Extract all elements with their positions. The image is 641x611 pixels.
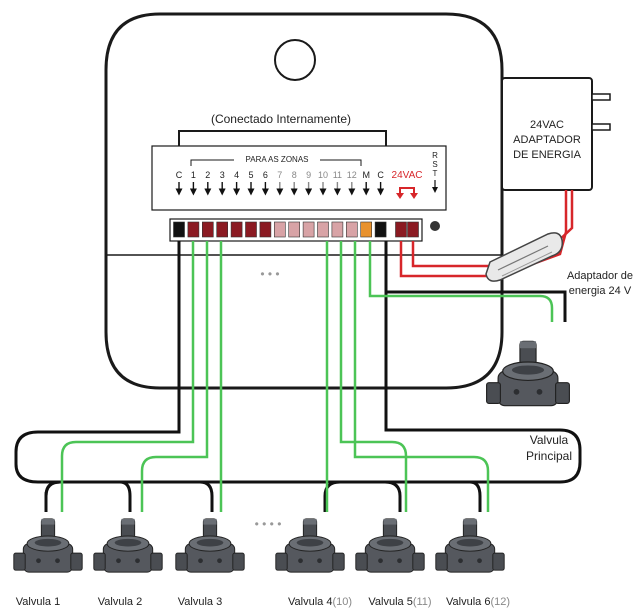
- master-valve-caption-2: Principal: [526, 449, 572, 463]
- terminal-label-12: 11: [333, 170, 342, 180]
- terminal-block-7: [259, 221, 272, 238]
- terminal-block-10: [302, 221, 315, 238]
- vac-terminal-block-1: [395, 221, 407, 238]
- terminal-label-7: 6: [263, 170, 268, 180]
- terminal-arrows: [175, 182, 385, 196]
- power-adapter: 24VAC ADAPTADOR DE ENERGIA: [501, 77, 611, 191]
- terminal-label-10: 9: [306, 170, 311, 180]
- zones-header: PARA AS ZONAS: [246, 155, 309, 164]
- valve-6-icon: [435, 518, 505, 573]
- valve-5-label: Valvula 5(11): [368, 596, 431, 608]
- terminal-label-2: 1: [191, 170, 196, 180]
- terminal-label-1: C: [176, 170, 183, 180]
- valve-2-icon: [93, 518, 163, 573]
- internal-connection-caption: (Conectado Internamente): [211, 112, 351, 126]
- terminal-label-3: 2: [205, 170, 210, 180]
- terminal-blocks: [173, 221, 419, 238]
- rst-letter-r: R: [432, 151, 438, 160]
- adapter-caption-line-1: Adaptador de: [567, 270, 633, 282]
- terminal-block-12: [331, 221, 344, 238]
- adapter-caption-line-2: energia 24 V: [569, 285, 632, 297]
- common-wire: [14, 241, 582, 512]
- terminal-block-2: [187, 221, 200, 238]
- terminal-label-6: 5: [248, 170, 253, 180]
- rst-letter-t: T: [433, 169, 438, 178]
- valve-2-label: Valvula 2: [98, 596, 142, 608]
- terminal-block-3: [202, 221, 214, 238]
- terminal-block-11: [317, 221, 329, 238]
- adapter-line-3: DE ENERGIA: [513, 149, 582, 161]
- terminal-label-5: 4: [234, 170, 239, 180]
- terminal-block-15: [374, 221, 387, 238]
- terminal-block-1: [173, 221, 185, 238]
- terminal-label-8: 7: [277, 170, 282, 180]
- valve-1-label: Valvula 1: [16, 596, 60, 608]
- valve-3-icon: [175, 518, 245, 573]
- vac-terminal-block-2: [407, 221, 419, 238]
- terminal-label-15: C: [377, 170, 384, 180]
- controller-more-dots: • • •: [260, 267, 279, 281]
- adapter-line-2: ADAPTADOR: [513, 134, 581, 146]
- valve-5-icon: [355, 518, 425, 573]
- valve-4-label: Valvula 4(10): [288, 596, 352, 608]
- terminal-block-4: [216, 221, 228, 238]
- valve-1-icon: [13, 518, 83, 573]
- terminal-block-8: [273, 221, 286, 238]
- terminal-label-13: 12: [347, 170, 357, 180]
- terminal-label-4: 3: [220, 170, 225, 180]
- terminal-label-14: M: [362, 170, 370, 180]
- valve-4-icon: [275, 518, 345, 573]
- vac-label: 24VAC: [392, 170, 423, 181]
- wire-connector-icon: [485, 232, 564, 282]
- terminal-block-14: [360, 221, 373, 238]
- terminal-label-11: 10: [318, 170, 328, 180]
- terminal-block-5: [230, 221, 243, 238]
- zone-wires: [60, 241, 554, 512]
- terminal-block-9: [288, 221, 301, 238]
- between-valves-dots: • • • •: [255, 517, 282, 531]
- internal-connection-bracket: [178, 130, 387, 146]
- terminal-block-13: [345, 221, 358, 238]
- terminal-block-6: [245, 221, 257, 238]
- reset-button[interactable]: [430, 221, 440, 231]
- vac-bracket: [399, 187, 415, 196]
- master-valve-caption-1: Valvula: [530, 433, 569, 447]
- rst-letter-s: S: [432, 160, 437, 169]
- dial-icon: [274, 39, 316, 81]
- terminal-label-9: 8: [292, 170, 297, 180]
- valve-3-label: Valvula 3: [178, 596, 222, 608]
- valve-6-label: Valvula 6(12): [446, 596, 510, 608]
- valve-labels: Valvula 1 Valvula 2 Valvula 3 Valvula 4(10)…: [16, 596, 510, 608]
- adapter-line-1: 24VAC: [530, 119, 564, 131]
